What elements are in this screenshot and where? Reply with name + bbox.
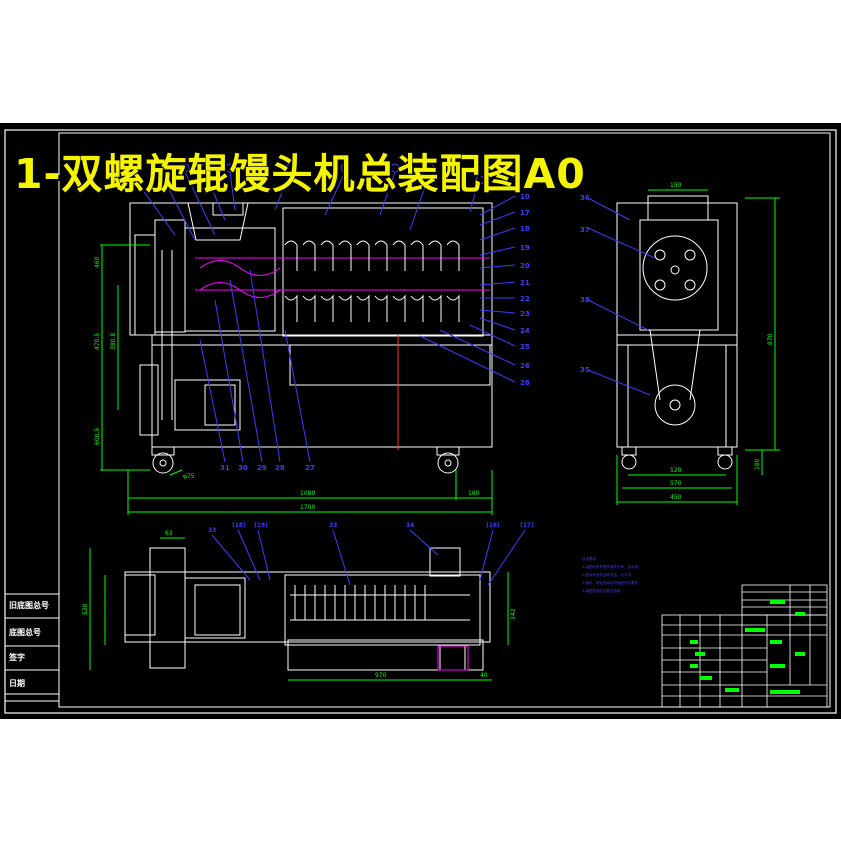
svg-text:18: 18	[520, 225, 530, 233]
side-dimension-text: 150 520 570 450 870 180	[670, 182, 774, 501]
front-balloon-labels: 10 17 18 19 20 21 22 23 24 25 26 26 31 30 29 28 27	[220, 193, 530, 472]
side-label-signature: 签字	[9, 653, 25, 662]
svg-text:35: 35	[580, 366, 590, 374]
svg-text:10: 10	[520, 193, 530, 201]
dim-side-h: 870	[767, 333, 774, 345]
note-2: 2.各传动部件运转灵活，无卡滞。	[582, 572, 634, 577]
svg-text:23: 23	[520, 310, 530, 318]
dim-side-top: 150	[670, 182, 682, 189]
note-4: 4.装配完成后空载试运转。	[582, 588, 624, 593]
plan-dimensions	[89, 537, 509, 681]
svg-text:25: 25	[520, 343, 530, 351]
svg-text:26: 26	[520, 362, 530, 370]
outer-frame	[4, 129, 837, 714]
svg-text:17: 17	[520, 209, 530, 217]
svg-text:33: 33	[329, 522, 337, 529]
plan-balloon-labels: 33 (18) (19) 33 34 (16) (17)	[208, 522, 534, 534]
dim-wheel: φ75	[183, 473, 195, 480]
title-block	[661, 584, 828, 708]
dim-plan-w: 970	[375, 672, 387, 679]
svg-text:27: 27	[305, 464, 315, 472]
plan-magenta-part	[437, 645, 469, 671]
dim-plan-top: 63	[165, 530, 173, 537]
plan-dimension-text: 970 40 63 520 342	[82, 530, 517, 679]
note-3: 3.链轮、带轮安装后同轴度符合要求。	[582, 580, 641, 585]
svg-text:(19): (19)	[254, 522, 268, 529]
svg-text:(16): (16)	[486, 522, 500, 529]
plan-leaders	[211, 529, 526, 586]
svg-text:19: 19	[520, 244, 530, 252]
dim-side-w3: 450	[670, 494, 682, 501]
dim-front-width-2: 160	[468, 490, 480, 497]
front-wheels	[151, 446, 460, 474]
side-balloon-labels: 36 37 38 35	[580, 194, 590, 374]
dim-side-w2: 570	[670, 480, 682, 487]
svg-text:37: 37	[580, 226, 590, 234]
svg-text:38: 38	[580, 296, 590, 304]
svg-text:34: 34	[406, 522, 414, 529]
plan-flights	[294, 585, 426, 620]
side-label-old-drawing-no: 旧底图总号	[9, 601, 49, 610]
dim-plan-h: 520	[82, 603, 89, 615]
technical-notes: 技术要求 1.装配前所有零件清洗干净，去毛刺。 2.各传动部件运转灵活，无卡滞。…	[582, 556, 641, 593]
svg-text:29: 29	[257, 464, 267, 472]
notes-title: 技术要求	[582, 556, 596, 561]
inner-frame	[58, 132, 831, 708]
dim-left-3: 380.8	[110, 333, 117, 350]
side-label-date: 日期	[9, 679, 25, 688]
dim-side-w1: 520	[670, 467, 682, 474]
svg-text:33: 33	[208, 527, 216, 534]
side-label-drawing-no: 底图总号	[9, 628, 41, 637]
svg-text:22: 22	[520, 295, 530, 303]
front-balloons	[125, 163, 485, 185]
svg-text:24: 24	[520, 327, 530, 335]
dim-front-width-total: 1700	[300, 504, 315, 511]
dim-left-4: 600.5	[94, 428, 101, 445]
dim-plan-h2: 342	[510, 608, 517, 620]
svg-text:21: 21	[520, 279, 530, 287]
front-view	[129, 202, 493, 448]
side-view	[616, 195, 738, 470]
dim-left-1: 460	[94, 256, 101, 268]
dim-plan-w2: 40	[480, 672, 488, 679]
drawing-background	[0, 123, 841, 719]
front-dimension-text: 1080 160 1700 φ75	[183, 473, 480, 511]
svg-text:36: 36	[580, 194, 590, 202]
svg-text:28: 28	[275, 464, 285, 472]
side-stamp-table	[4, 593, 60, 702]
dim-left-2: 470.5	[94, 333, 101, 350]
side-leaders	[587, 197, 656, 396]
svg-text:(17): (17)	[520, 522, 534, 529]
svg-text:26: 26	[520, 379, 530, 387]
front-dimensions	[100, 244, 493, 515]
svg-text:30: 30	[238, 464, 248, 472]
side-dimensions	[616, 189, 780, 505]
note-1: 1.装配前所有零件清洗干净，去毛刺。	[582, 564, 641, 569]
svg-text:20: 20	[520, 262, 530, 270]
drawing-title: 1-双螺旋辊馒头机总装配图A0	[14, 150, 586, 198]
screw-flights-upper	[199, 240, 460, 322]
dim-side-h2: 180	[754, 458, 761, 470]
title-block-fill	[690, 600, 805, 694]
front-leaders	[129, 171, 516, 463]
plan-view	[124, 547, 491, 671]
dim-front-width-1: 1080	[300, 490, 315, 497]
svg-text:31: 31	[220, 464, 230, 472]
svg-text:(18): (18)	[232, 522, 246, 529]
